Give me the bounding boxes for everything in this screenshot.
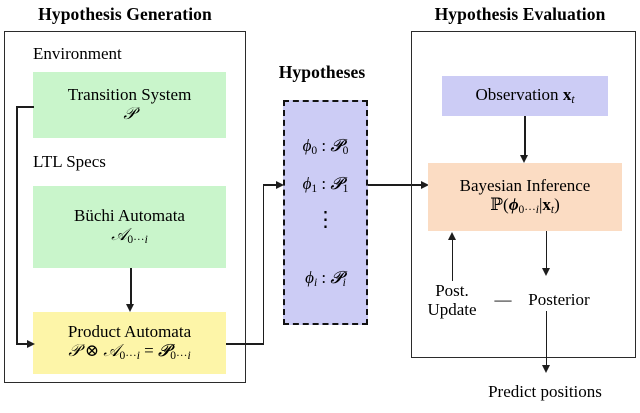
connector-ts-into-product-h (16, 343, 29, 345)
hypothesis-item-1: ϕ1 : 𝓟1 (302, 174, 349, 196)
transition-system-label: Transition System (67, 85, 192, 105)
bayesian-inference-formula: ℙ(ϕ0···i|xt) (490, 195, 560, 217)
observation-box[interactable]: Observation xt (442, 76, 608, 116)
bayesian-inference-box[interactable]: Bayesian Inference ℙ(ϕ0···i|xt) (428, 163, 622, 231)
arrowhead-posterior-to-predict (541, 365, 550, 373)
panel-title-hypotheses: Hypotheses (278, 62, 366, 82)
connector-post-update-v (451, 239, 454, 281)
post-update-label-line2: Update (427, 300, 477, 319)
predict-positions-label: Predict positions (488, 382, 602, 401)
arrowhead-product-to-hypotheses (276, 180, 284, 189)
hypotheses-ellipsis: ⋮ (315, 207, 336, 231)
label-ltl-specs: LTL Specs (33, 152, 106, 171)
hypothesis-item-0: ϕ0 : 𝓟0 (302, 136, 349, 158)
transition-system-symbol: 𝒫 (123, 104, 136, 124)
buchi-automata-label: Büchi Automata (74, 206, 185, 226)
hypothesis-evaluation-panel (411, 31, 636, 358)
connector-product-right-h (226, 343, 264, 345)
hypotheses-box[interactable]: ϕ0 : 𝓟0 ϕ1 : 𝓟1 ⋮ ϕi : 𝓟i (283, 100, 368, 325)
hypothesis-generation-panel (4, 31, 246, 383)
arrowhead-hypotheses-to-bayes (421, 180, 429, 189)
posterior-label: Posterior (528, 290, 590, 309)
observation-label: Observation xt (475, 84, 575, 107)
connector-ts-down-v (16, 106, 18, 344)
panel-title-hypothesis-evaluation: Hypothesis Evaluation (434, 4, 606, 24)
panel-title-hypothesis-generation: Hypothesis Generation (38, 4, 212, 24)
product-automata-label: Product Automata (67, 322, 192, 342)
post-update-label-line1: Post. (435, 281, 469, 300)
bayesian-inference-label: Bayesian Inference (459, 176, 591, 196)
hypothesis-item-i: ϕi : 𝓟i (305, 268, 346, 290)
transition-system-box[interactable]: Transition System 𝒫 (33, 72, 226, 138)
buchi-automata-symbol: 𝒜0···i (111, 225, 148, 247)
connector-hypotheses-to-bayes-h (368, 184, 424, 186)
arrowhead-buchi-to-product (126, 304, 135, 312)
connector-ts-left-h (16, 106, 34, 108)
arrowhead-ts-to-product (27, 339, 35, 348)
connector-posterior-to-predict-v (545, 311, 548, 368)
arrowhead-observation-to-bayes (520, 155, 529, 163)
buchi-automata-box[interactable]: Büchi Automata 𝒜0···i (33, 186, 226, 268)
connector-buchi-to-product-v (130, 268, 132, 305)
arrowhead-post-update-to-bayes (447, 232, 456, 240)
posterior-dash: — (494, 290, 512, 309)
product-automata-box[interactable]: Product Automata 𝒫 ⊗ 𝒜0···i = 𝒫 𝓟0···i (33, 312, 226, 374)
connector-product-up-v (262, 184, 265, 344)
connector-into-hypotheses-h (262, 184, 279, 186)
product-automata-formula: 𝒫 ⊗ 𝒜0···i = 𝒫 𝓟0···i (68, 341, 191, 363)
label-environment: Environment (33, 44, 122, 63)
arrowhead-bayes-to-posterior (541, 268, 550, 276)
connector-observation-to-bayes-v (524, 116, 526, 156)
connector-bayes-to-posterior-v (545, 231, 548, 271)
